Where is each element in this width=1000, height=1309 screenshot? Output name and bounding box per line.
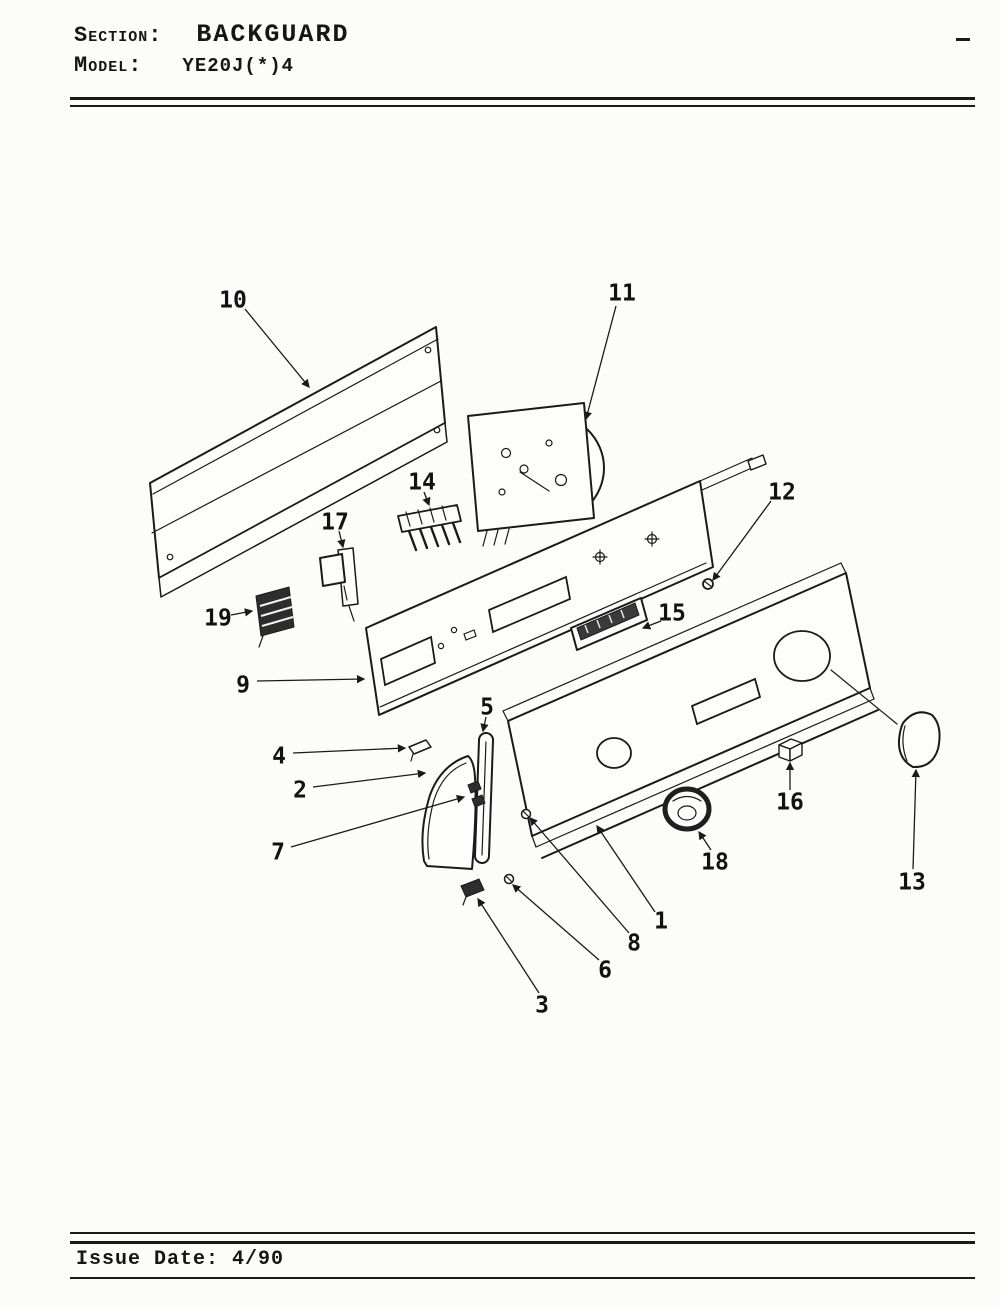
leader-5	[480, 716, 489, 733]
header-rule-top	[70, 97, 975, 100]
callout-11: 11	[608, 281, 636, 307]
issue-date: Issue Date: 4/90	[76, 1248, 285, 1271]
page-header: Section: BACKGUARD Model: YE20J(*)4	[74, 20, 349, 78]
callout-12: 12	[768, 480, 796, 506]
part-13-end-cap-right	[897, 711, 941, 769]
leader-9	[256, 674, 366, 684]
leader-19	[230, 608, 254, 617]
part-10-rear-panel	[149, 326, 448, 598]
part-2-end-cap-left	[421, 755, 477, 870]
leader-6	[512, 884, 600, 961]
leader-8	[529, 817, 630, 934]
header-rule-bottom	[70, 105, 975, 107]
callout-7: 7	[271, 840, 285, 866]
callout-1: 1	[654, 909, 668, 935]
callout-13: 13	[898, 870, 926, 896]
callout-6: 6	[598, 958, 612, 984]
footer-rule-bottom	[70, 1277, 975, 1279]
part-6-screw	[503, 873, 515, 885]
model-label: Model:	[74, 53, 143, 78]
page-mark	[956, 38, 970, 41]
part-3-clip	[460, 878, 485, 906]
callout-19: 19	[204, 606, 232, 632]
part-11-timer	[467, 402, 605, 547]
footer-rule-thin	[70, 1232, 975, 1234]
part-12-screw	[702, 578, 714, 590]
callout-3: 3	[535, 993, 549, 1019]
part-8-screw	[520, 808, 532, 820]
leader-1	[596, 824, 656, 913]
leader-13	[911, 768, 921, 870]
callout-10: 10	[219, 288, 247, 314]
part-17-switch	[319, 547, 359, 622]
leader-12	[712, 500, 772, 582]
leader-4	[292, 744, 407, 754]
leader-15	[641, 620, 662, 630]
part-16-spacer-block	[778, 738, 803, 762]
leader-2	[312, 769, 427, 788]
part-18-knob	[662, 786, 712, 832]
leader-14	[422, 491, 431, 507]
part-4-clip	[408, 739, 432, 762]
callout-2: 2	[293, 778, 307, 804]
leader-3	[477, 897, 540, 994]
leader-7	[290, 794, 466, 848]
section-value: BACKGUARD	[196, 20, 350, 49]
part-9-console-back-panel	[365, 454, 767, 716]
callout-16: 16	[776, 790, 804, 816]
callout-8: 8	[627, 931, 641, 957]
callout-9: 9	[236, 673, 250, 699]
callout-18: 18	[701, 850, 729, 876]
callout-14: 14	[408, 470, 436, 496]
part-7-fasteners	[467, 780, 486, 808]
footer-rule-thick	[70, 1241, 975, 1244]
callout-15: 15	[658, 601, 686, 627]
model-value: YE20J(*)4	[182, 55, 295, 77]
section-label: Section:	[74, 23, 163, 48]
part-14-connector	[397, 504, 462, 552]
leader-11	[583, 305, 617, 421]
callout-5: 5	[480, 695, 494, 721]
leader-18	[698, 830, 712, 851]
callout-4: 4	[272, 744, 286, 770]
leader-17	[337, 530, 346, 549]
leader-10	[244, 308, 310, 388]
part-19-block	[255, 586, 295, 648]
callout-17: 17	[321, 510, 349, 536]
part-15-insert	[570, 597, 648, 651]
